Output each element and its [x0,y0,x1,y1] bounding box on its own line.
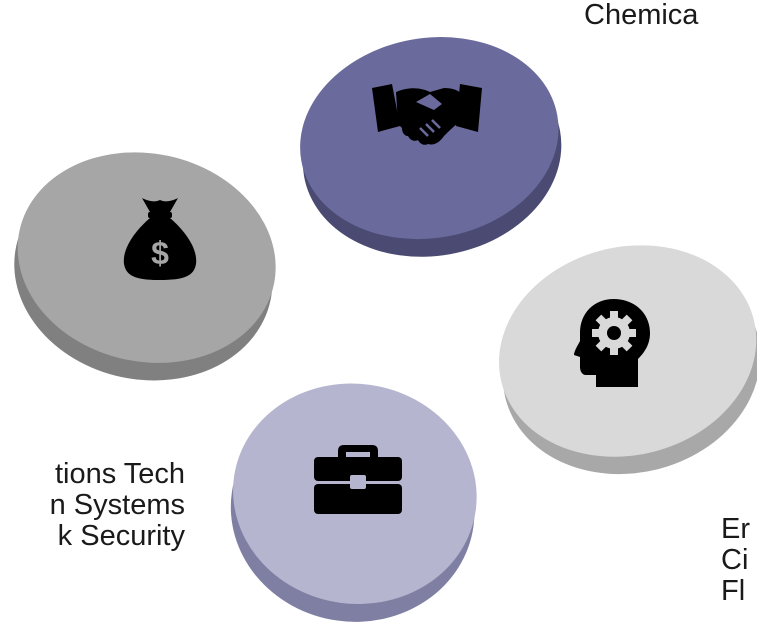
handshake-icon [370,82,484,150]
label-right-line-1: Er [721,513,750,545]
label-top-line-1: Chemica [584,0,699,31]
svg-text:$: $ [151,235,169,271]
label-left-line-2: n Systems [49,489,185,521]
head-gear-icon [574,297,652,389]
label-left-line-3: k Security [57,520,185,552]
label-right-line-3: Fl [721,575,746,607]
label-right-line-2: Ci [721,544,749,576]
briefcase-icon [314,443,402,515]
money-bag-icon: $ [122,196,198,282]
label-right-group: Er Ci Fl [721,514,750,607]
label-left-line-1: tions Tech [54,458,185,490]
label-top-group: Chemica [584,0,698,31]
label-left-group: tions Tech n Systems k Security [50,459,185,552]
